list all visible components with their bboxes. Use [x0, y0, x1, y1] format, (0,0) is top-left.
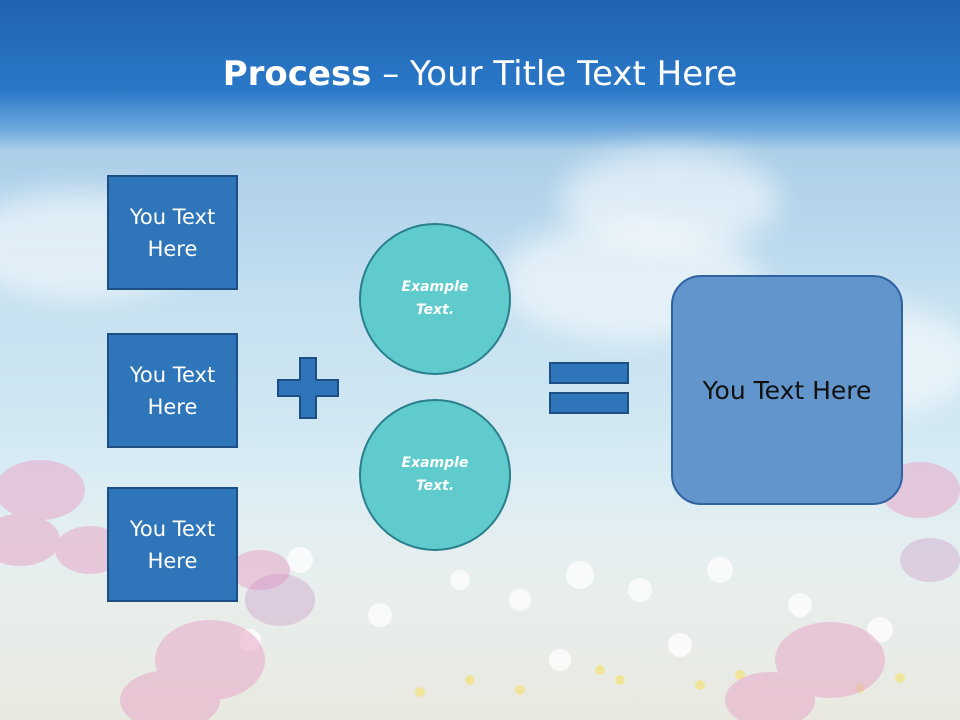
- equals-icon: [549, 362, 629, 414]
- plus-icon: [277, 357, 339, 419]
- title-rest: – Your Title Text Here: [371, 54, 738, 94]
- step-box-2: You Text Here: [107, 333, 238, 448]
- step-box-3: You Text Here: [107, 487, 238, 602]
- step-box-label: You Text Here: [129, 516, 216, 573]
- result-box-label: You Text Here: [702, 375, 872, 405]
- page-title: Process – Your Title Text Here: [0, 52, 960, 96]
- example-circle-1: Example Text.: [359, 223, 511, 375]
- step-box-label: You Text Here: [129, 362, 216, 419]
- step-box-1: You Text Here: [107, 175, 238, 290]
- example-circle-2: Example Text.: [359, 399, 511, 551]
- title-strong: Process: [222, 54, 372, 94]
- example-circle-label: Example Text.: [401, 279, 469, 318]
- header-band: [0, 0, 960, 150]
- background-cloud: [560, 150, 780, 250]
- step-box-label: You Text Here: [129, 204, 216, 261]
- result-box: You Text Here: [671, 275, 903, 505]
- example-circle-label: Example Text.: [401, 455, 469, 494]
